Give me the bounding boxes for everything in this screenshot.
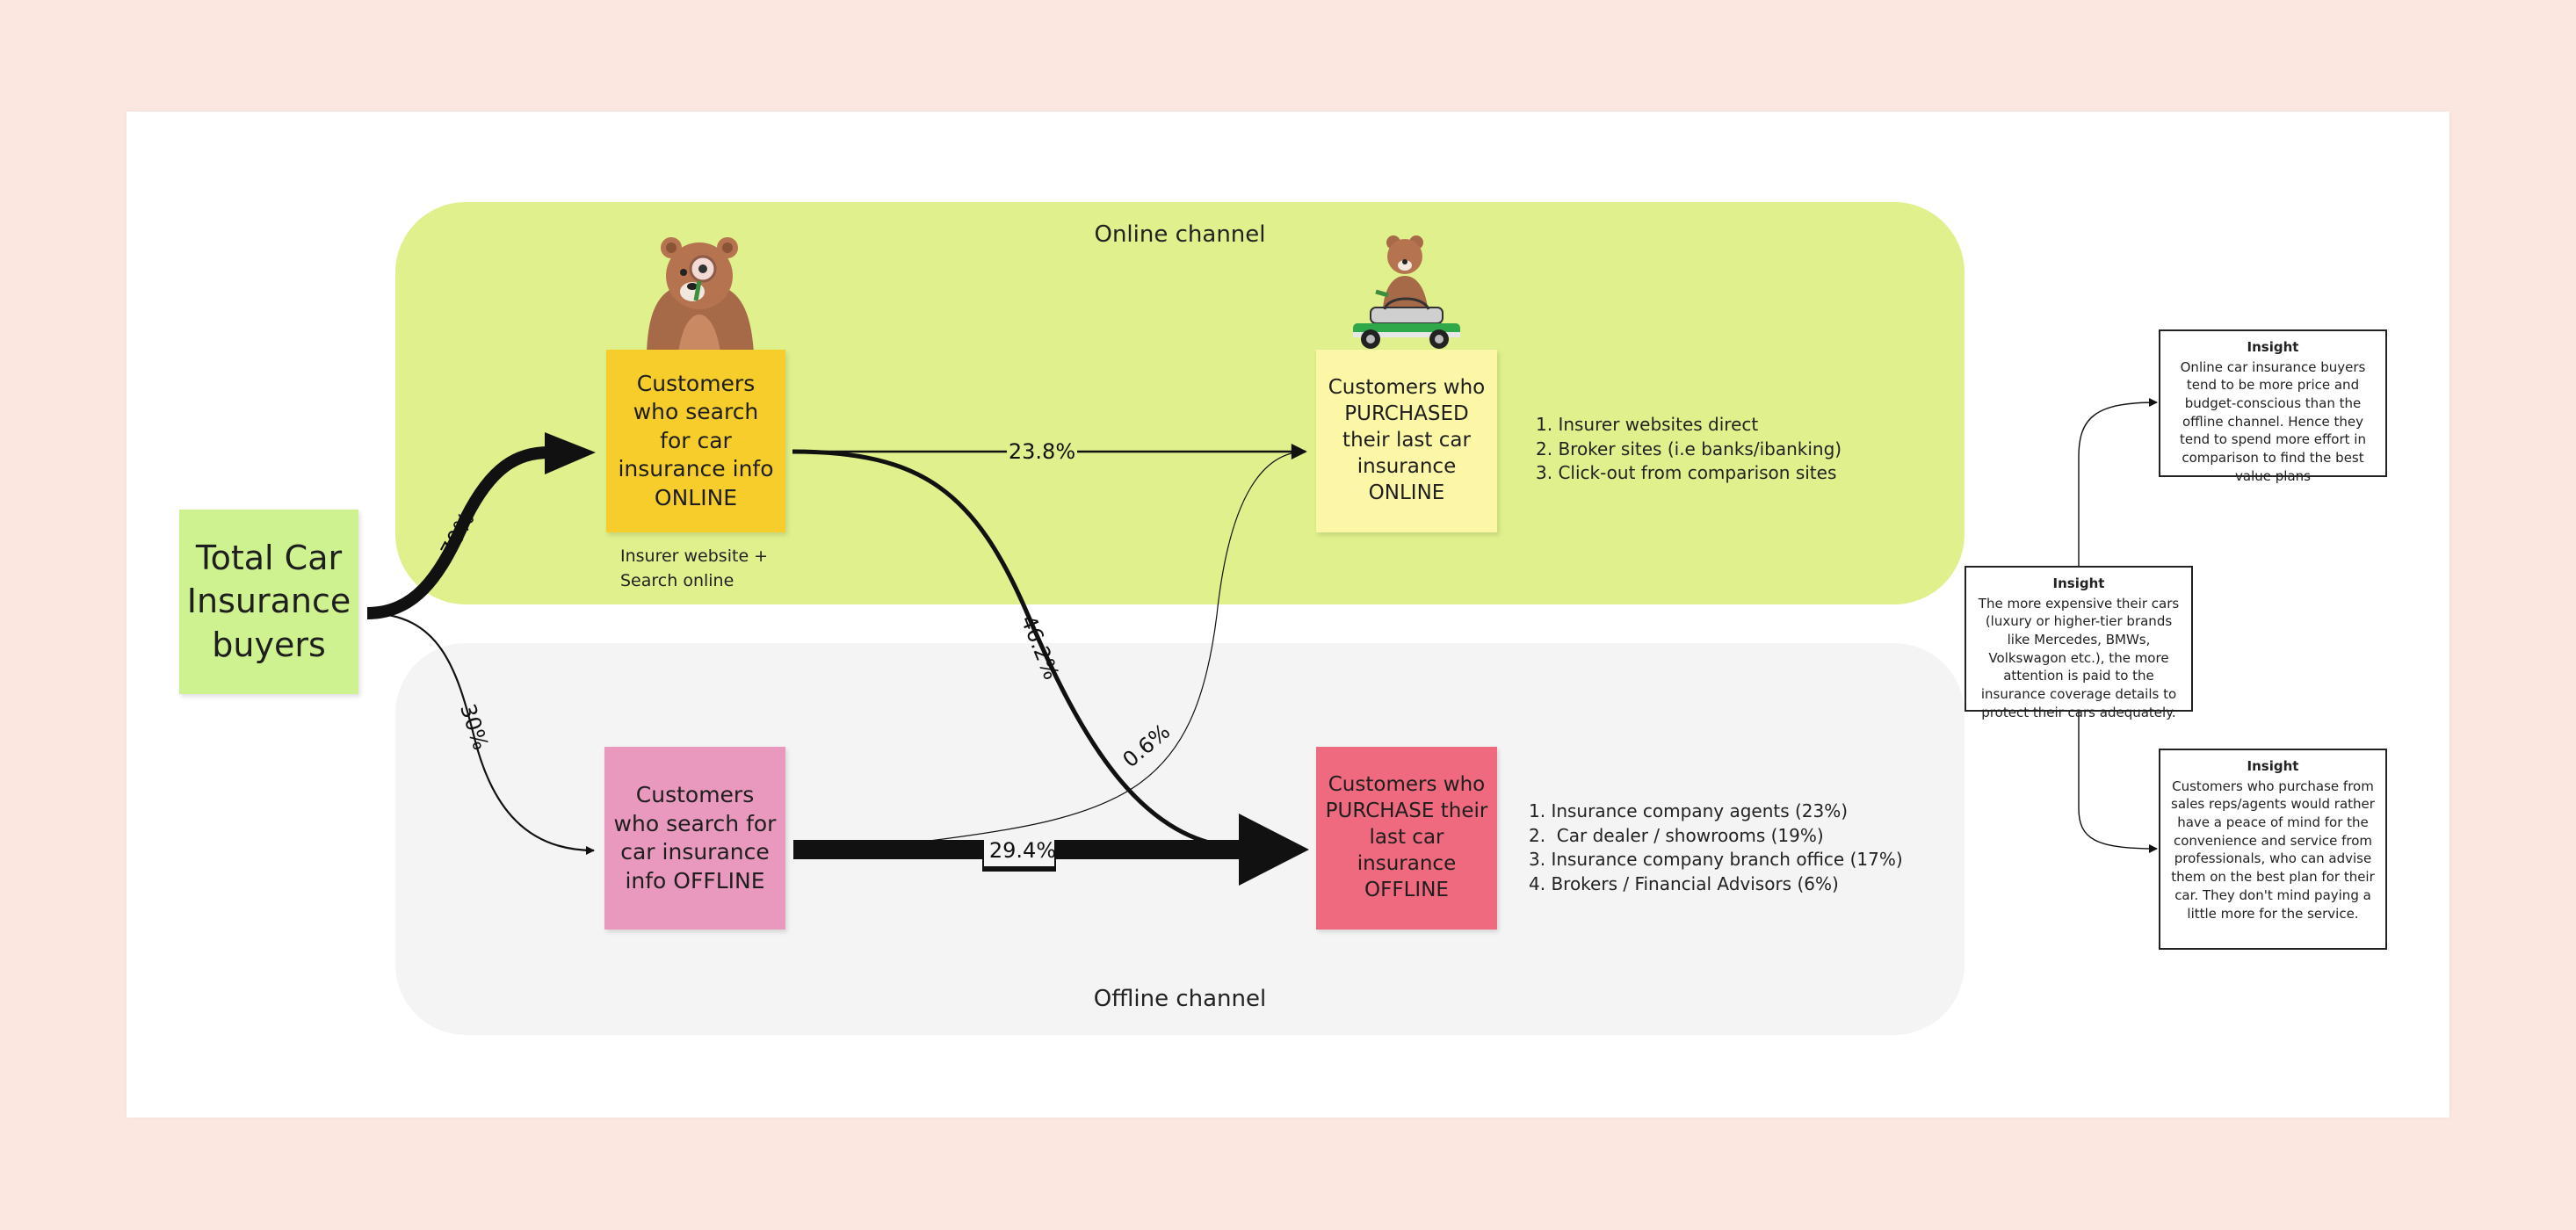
flow-label-online-to-online: 23.8% bbox=[1009, 439, 1075, 464]
offline-channels-list: 1. Insurance company agents (23%) 2. Car… bbox=[1529, 800, 1903, 896]
insight-connector-top bbox=[2078, 398, 2158, 566]
insight-connector-bottom bbox=[2078, 712, 2158, 853]
list-item: 3. Insurance company branch office (17%) bbox=[1529, 849, 1903, 871]
insight-title: Insight bbox=[2052, 575, 2105, 591]
search-online-note-line2: Search online bbox=[620, 570, 734, 590]
flow-label-offline-to-offline: 29.4% bbox=[989, 838, 1056, 863]
search-online-note: Insurer website + Search online bbox=[620, 545, 814, 593]
bear-magnifier-icon bbox=[647, 237, 754, 353]
flow-offline-to-offline-arrowhead bbox=[1239, 814, 1309, 886]
insight-body: Customers who purchase from sales reps/a… bbox=[2171, 778, 2375, 922]
list-item: 4. Brokers / Financial Advisors (6%) bbox=[1529, 872, 1839, 894]
flow-offline-to-online bbox=[922, 447, 1306, 843]
list-item: 1. Insurance company agents (23%) bbox=[1529, 800, 1849, 821]
insight-box-online: Insight Online car insurance buyers tend… bbox=[2159, 329, 2387, 484]
purchase-online-node: Customers who PURCHASED their last car i… bbox=[1316, 350, 1497, 532]
search-online-label: Customers who search for car insurance i… bbox=[618, 370, 774, 510]
offline-channel-label: Offline channel bbox=[1093, 986, 1267, 1012]
search-offline-label: Customers who search for car insurance i… bbox=[613, 782, 777, 894]
purchase-offline-label: Customers who PURCHASE their last car in… bbox=[1325, 773, 1488, 901]
search-offline-node: Customers who search for car insurance i… bbox=[604, 747, 785, 930]
total-buyers-node: Total Car Insurance buyers bbox=[179, 510, 358, 694]
bear-car-icon bbox=[1353, 235, 1460, 349]
flow-label-offline-to-online: 0.6% bbox=[1118, 720, 1176, 773]
flow-total-to-online-arrowhead bbox=[545, 432, 596, 474]
list-item: 2. Broker sites (i.e banks/ibanking) bbox=[1536, 438, 1842, 459]
online-channel-label: Online channel bbox=[1094, 221, 1266, 248]
search-online-node: Customers who search for car insurance i… bbox=[606, 350, 785, 532]
list-item: 1. Insurer websites direct bbox=[1536, 414, 1759, 435]
insight-body: Online car insurance buyers tend to be m… bbox=[2180, 358, 2366, 484]
flow-label-total-to-offline: 30% bbox=[455, 701, 493, 753]
search-online-note-line1: Insurer website + bbox=[620, 546, 769, 566]
list-item: 3. Click-out from comparison sites bbox=[1536, 462, 1837, 484]
purchase-online-label: Customers who PURCHASED their last car i… bbox=[1328, 376, 1486, 504]
insight-box-main: Insight The more expensive their cars (l… bbox=[1965, 566, 2193, 720]
list-item: 2. Car dealer / showrooms (19%) bbox=[1529, 824, 1824, 846]
insight-title: Insight bbox=[2247, 339, 2299, 355]
insight-box-offline: Insight Customers who purchase from sale… bbox=[2159, 749, 2387, 950]
insight-title: Insight bbox=[2247, 758, 2299, 774]
insight-body: The more expensive their cars (luxury or… bbox=[1978, 595, 2180, 720]
flow-label-online-to-offline: 46.2% bbox=[1016, 611, 1064, 683]
flow-online-to-offline bbox=[792, 449, 1248, 850]
total-buyers-label: Total Car Insurance buyers bbox=[186, 538, 351, 664]
flow-total-to-offline bbox=[366, 611, 595, 855]
online-channels-list: 1. Insurer websites direct 2. Broker sit… bbox=[1536, 413, 1842, 486]
flow-total-to-online bbox=[366, 446, 550, 619]
purchase-offline-node: Customers who PURCHASE their last car in… bbox=[1316, 747, 1497, 930]
